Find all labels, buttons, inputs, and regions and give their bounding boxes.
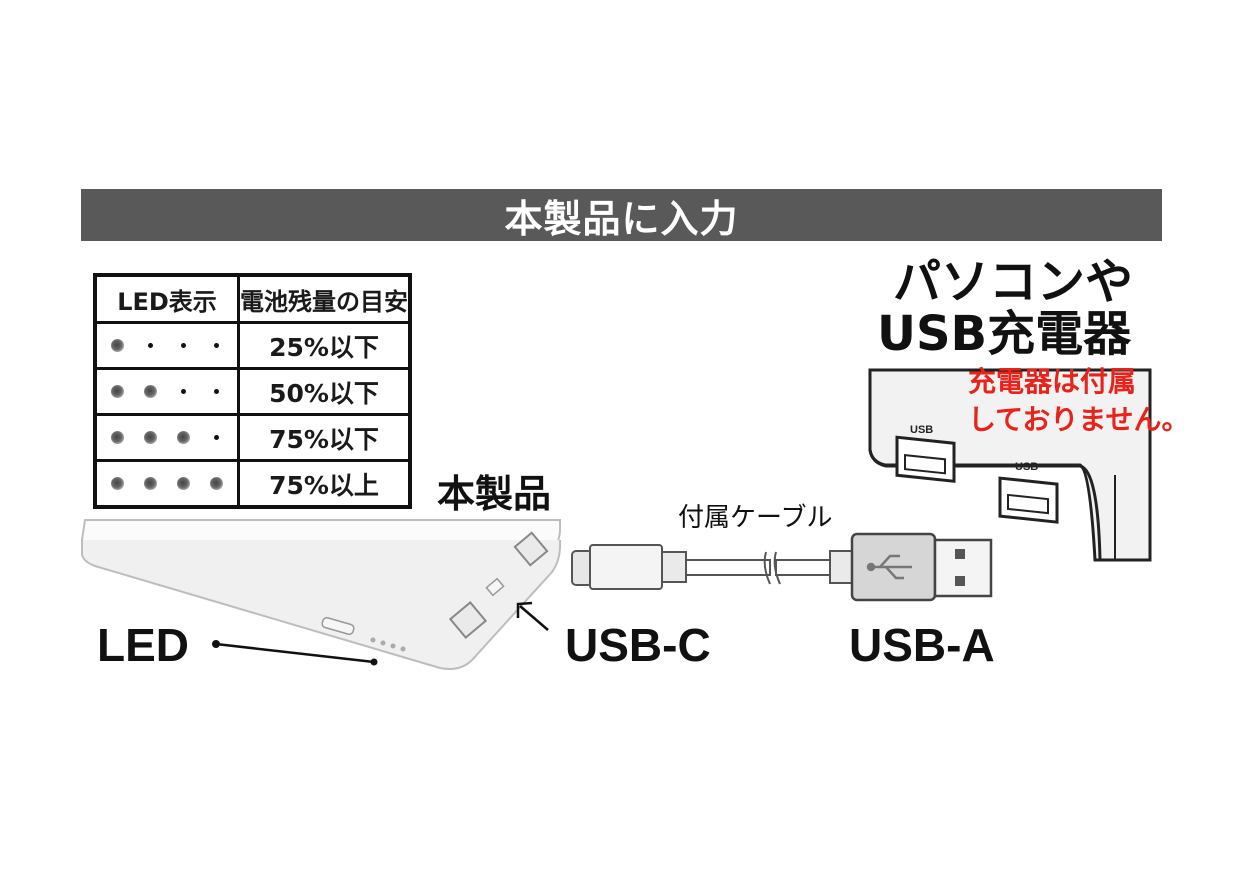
led-dots-cell xyxy=(93,413,240,462)
led-lit-icon xyxy=(111,385,124,398)
led-indicator-4 xyxy=(97,462,237,505)
battery-level-cell: 50%以下 xyxy=(237,367,412,416)
table-row: 25%以下 xyxy=(93,321,412,370)
title-bar: 本製品に入力 xyxy=(81,189,1162,241)
usb-port-label-1: USB xyxy=(910,424,933,436)
led-lit-icon xyxy=(144,477,157,490)
usb-port-label-2: USB xyxy=(1015,461,1038,473)
usbc-arrow xyxy=(516,601,549,631)
led-dots-cell xyxy=(93,459,240,509)
header-led-display: LED表示 xyxy=(93,273,240,324)
usb-a-label: USB-A xyxy=(849,619,995,671)
battery-level-cell: 75%以下 xyxy=(237,413,412,462)
battery-level-cell: 75%以上 xyxy=(237,459,412,509)
charger-note-line2: しておりません。 xyxy=(968,403,1190,436)
led-battery-table: LED表示 電池残量の目安 25%以下 50%以下 xyxy=(93,273,412,509)
led-indicator-2 xyxy=(97,370,237,413)
led-unlit-icon xyxy=(210,385,223,398)
led-lit-icon xyxy=(210,477,223,490)
table-row: 50%以下 xyxy=(93,367,412,416)
header-battery-level: 電池残量の目安 xyxy=(237,273,412,324)
led-unlit-icon xyxy=(177,339,190,352)
led-lit-icon xyxy=(111,339,124,352)
led-indicator-3 xyxy=(97,416,237,459)
led-lit-icon xyxy=(177,477,190,490)
led-lit-icon xyxy=(144,431,157,444)
pc-label-line2: USB充電器 xyxy=(877,306,1132,362)
table-row: 75%以下 xyxy=(93,413,412,462)
led-unlit-icon xyxy=(144,339,157,352)
led-indicator-1 xyxy=(97,324,237,367)
led-dots-cell xyxy=(93,367,240,416)
product-label: 本製品 xyxy=(437,472,552,516)
pc-label-line1: パソコンや xyxy=(893,254,1134,310)
led-lit-icon xyxy=(177,431,190,444)
led-lit-icon xyxy=(111,431,124,444)
led-lit-icon xyxy=(111,477,124,490)
usb-port-1: USB xyxy=(895,424,956,483)
led-unlit-icon xyxy=(210,339,223,352)
table-header-row: LED表示 電池残量の目安 xyxy=(93,273,412,324)
led-unlit-icon xyxy=(210,431,223,444)
title: 本製品に入力 xyxy=(504,196,739,241)
led-lit-icon xyxy=(144,385,157,398)
pc-charger-illustration: USB USB xyxy=(868,368,1152,562)
table-row: 75%以上 xyxy=(93,459,412,509)
charger-note-line1: 充電器は付属 xyxy=(968,365,1137,398)
cable-label: 付属ケーブル xyxy=(678,503,833,533)
usb-port-2: USB xyxy=(998,461,1059,524)
led-unlit-icon xyxy=(177,385,190,398)
led-pointer-line xyxy=(212,640,378,666)
usb-symbol-icon xyxy=(866,554,912,580)
usb-c-label: USB-C xyxy=(565,619,711,671)
led-label: LED xyxy=(97,619,189,671)
usb-cable-illustration xyxy=(571,532,993,602)
power-bank-illustration xyxy=(80,519,562,670)
led-dots-cell xyxy=(93,321,240,370)
battery-level-cell: 25%以下 xyxy=(237,321,412,370)
